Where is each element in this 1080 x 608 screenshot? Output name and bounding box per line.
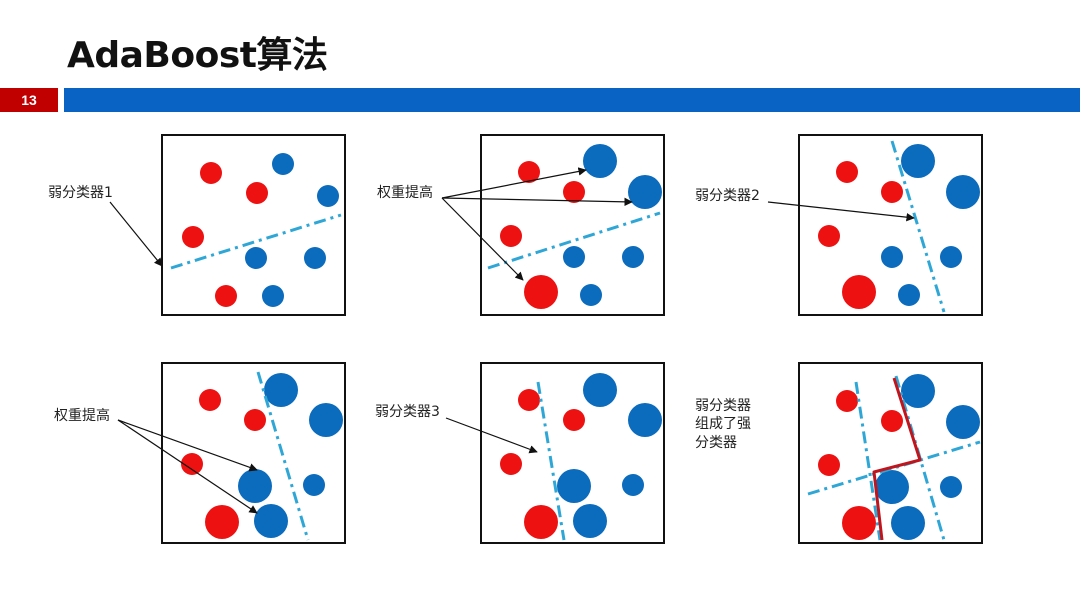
blue-sample [304, 247, 326, 269]
blue-sample-large [628, 403, 662, 437]
red-sample [182, 226, 204, 248]
blue-sample [622, 474, 644, 496]
label-weight-increase-top: 权重提高 [377, 185, 433, 201]
panel-reweighted-2 [161, 362, 346, 544]
slide-title: AdaBoost算法 [67, 35, 328, 76]
strong-classifier-boundary [872, 377, 922, 541]
red-sample [818, 454, 840, 476]
blue-sample [245, 247, 267, 269]
blue-sample-large [309, 403, 343, 437]
red-sample-large [842, 275, 876, 309]
blue-sample [940, 476, 962, 498]
panel-weak-classifier-1 [161, 134, 346, 316]
red-sample [215, 285, 237, 307]
blue-sample [580, 284, 602, 306]
blue-sample [317, 185, 339, 207]
blue-sample-large [946, 175, 980, 209]
blue-sample [622, 246, 644, 268]
red-sample [563, 409, 585, 431]
blue-sample-large [557, 469, 591, 503]
blue-sample-large [264, 373, 298, 407]
title-accent-bar [64, 88, 1080, 112]
blue-sample-large [254, 504, 288, 538]
blue-sample [563, 246, 585, 268]
red-sample [881, 410, 903, 432]
arrow-weak-classifier-1 [109, 201, 163, 267]
red-sample-large [524, 275, 558, 309]
blue-sample-large [901, 144, 935, 178]
blue-sample [881, 246, 903, 268]
weak-classifier-line-1 [807, 440, 981, 496]
blue-sample-large [583, 144, 617, 178]
weak-classifier-line [890, 140, 946, 313]
red-sample-large [524, 505, 558, 539]
red-sample [246, 182, 268, 204]
blue-sample-large [875, 470, 909, 504]
panel-2-diagram [487, 144, 662, 309]
blue-sample-large [573, 504, 607, 538]
blue-sample [262, 285, 284, 307]
red-sample [200, 162, 222, 184]
label-weak-classifier-1: 弱分类器1 [48, 185, 113, 201]
panel-weak-classifier-3 [480, 362, 665, 544]
blue-sample-large [891, 506, 925, 540]
weak-classifier-line-3 [854, 381, 882, 541]
panel-weak-classifier-2 [798, 134, 983, 316]
red-sample-large [205, 505, 239, 539]
red-sample [199, 389, 221, 411]
red-sample [518, 389, 540, 411]
label-weight-increase-bottom: 权重提高 [54, 408, 110, 424]
blue-sample [303, 474, 325, 496]
page-number: 13 [0, 88, 58, 112]
red-sample [244, 409, 266, 431]
red-sample [563, 181, 585, 203]
blue-sample-large [628, 175, 662, 209]
blue-sample-large [946, 405, 980, 439]
panel-5-diagram [500, 373, 662, 541]
label-weak-classifier-3: 弱分类器3 [375, 404, 440, 420]
panel-reweighted-1 [480, 134, 665, 316]
label-combine-line-3: 分类器 [695, 435, 737, 451]
red-sample [881, 181, 903, 203]
blue-sample [940, 246, 962, 268]
blue-sample-large [583, 373, 617, 407]
label-weak-classifier-2: 弱分类器2 [695, 188, 760, 204]
blue-sample-large [901, 374, 935, 408]
panel-4-diagram [181, 371, 343, 541]
blue-sample [898, 284, 920, 306]
red-sample-large [842, 506, 876, 540]
red-sample [836, 390, 858, 412]
label-combine-line-1: 弱分类器 [695, 398, 751, 414]
red-sample [181, 453, 203, 475]
red-sample [818, 225, 840, 247]
panel-strong-classifier [798, 362, 983, 544]
weak-classifier-line [256, 371, 310, 541]
weak-classifier-line [170, 213, 342, 270]
red-sample [500, 225, 522, 247]
label-combine-line-2: 组成了强 [695, 416, 751, 432]
blue-sample [272, 153, 294, 175]
red-sample [836, 161, 858, 183]
red-sample [500, 453, 522, 475]
weak-classifier-line [536, 381, 566, 541]
red-sample [518, 161, 540, 183]
panel-6-diagram [807, 374, 981, 541]
panel-1-diagram [170, 153, 342, 307]
panel-3-diagram [818, 140, 980, 313]
blue-sample-large [238, 469, 272, 503]
